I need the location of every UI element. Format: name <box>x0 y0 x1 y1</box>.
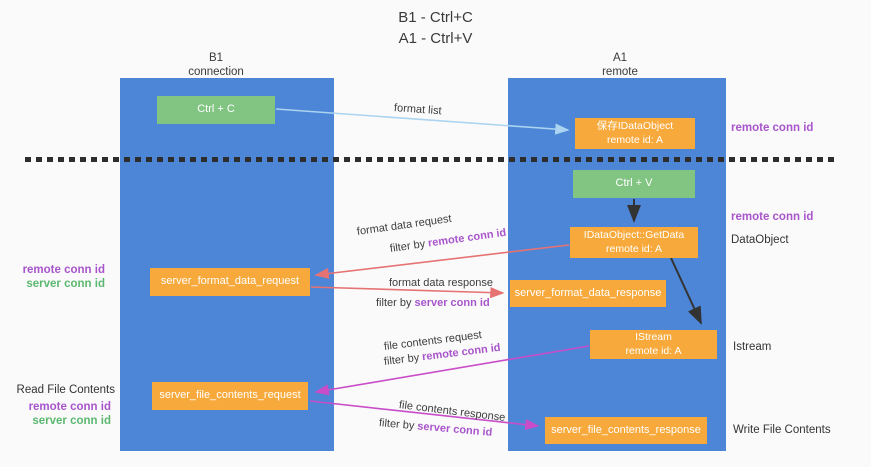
ctrl-c-label: Ctrl + C <box>197 103 235 116</box>
edge-label-format-data-request: format data request <box>356 212 453 238</box>
node-server-format-data-request: server_format_data_request <box>150 268 310 296</box>
save-idataobject-line2: remote id: A <box>606 133 664 146</box>
lane-a1-role: remote <box>602 66 638 78</box>
filter-by-prefix-1: filter by <box>389 238 426 255</box>
label-remote-conn-id-top: remote conn id <box>731 122 814 134</box>
save-idataobject-line1: 保存IDataObject <box>596 120 674 132</box>
istream-line1: IStream <box>635 331 672 343</box>
node-server-file-contents-response: server_file_contents_response <box>545 417 707 444</box>
filter-server-conn-id-2: server conn id <box>416 420 493 439</box>
lane-header-a1: A1 remote <box>550 51 690 79</box>
label-remote-conn-id-left1: remote conn id <box>22 264 105 276</box>
label-server-conn-id-left1: server conn id <box>26 278 105 290</box>
lane-header-b1: B1 connection <box>146 51 286 79</box>
filter-by-prefix-4: filter by <box>378 417 415 433</box>
diagram-title: B1 - Ctrl+C A1 - Ctrl+V <box>0 7 871 49</box>
node-istream: IStream remote id: A <box>590 330 717 359</box>
label-write-file-contents: Write File Contents <box>733 424 831 436</box>
node-save-idataobject: 保存IDataObject remote id: A <box>575 118 695 149</box>
node-idataobject-getdata: IDataObject::GetData remote id: A <box>570 227 698 258</box>
label-server-conn-id-left2: server conn id <box>32 415 111 427</box>
node-server-format-data-response: server_format_data_response <box>510 280 666 307</box>
label-remote-conn-id-left2: remote conn id <box>28 401 111 413</box>
istream-line2: remote id: A <box>625 344 682 357</box>
lane-b1-name: B1 <box>208 52 224 64</box>
title-line-2: A1 - Ctrl+V <box>398 30 473 47</box>
label-istream: Istream <box>733 341 772 353</box>
node-ctrl-v: Ctrl + V <box>573 170 695 198</box>
filter-remote-conn-id-1: remote conn id <box>427 226 508 250</box>
getdata-line2: remote id: A <box>605 242 663 255</box>
title-line-1: B1 - Ctrl+C <box>398 9 473 26</box>
filter-by-prefix-2: filter by <box>376 297 412 309</box>
label-dataobject: DataObject <box>731 234 789 246</box>
lane-a1-name: A1 <box>612 52 628 64</box>
server-file-contents-request-label: server_file_contents_request <box>159 389 301 402</box>
filter-server-conn-id-1: server conn id <box>414 297 490 309</box>
session-divider-dashed-line <box>25 157 837 162</box>
server-format-data-response-label: server_format_data_response <box>514 286 662 299</box>
edge-label-format-data-response: format data response <box>389 277 493 289</box>
getdata-line1: IDataObject::GetData <box>583 229 685 241</box>
lane-b1-role: connection <box>188 66 244 78</box>
label-remote-conn-id-mid: remote conn id <box>731 211 814 223</box>
node-ctrl-c: Ctrl + C <box>157 96 275 124</box>
server-file-contents-response-label: server_file_contents_response <box>551 423 701 436</box>
filter-by-prefix-3: filter by <box>383 351 420 368</box>
node-server-file-contents-request: server_file_contents_request <box>152 382 308 410</box>
label-read-file-contents: Read File Contents <box>16 384 115 396</box>
server-format-data-request-label: server_format_data_request <box>160 275 300 288</box>
ctrl-v-label: Ctrl + V <box>615 177 653 190</box>
edge-label-format-list: format list <box>393 102 442 118</box>
